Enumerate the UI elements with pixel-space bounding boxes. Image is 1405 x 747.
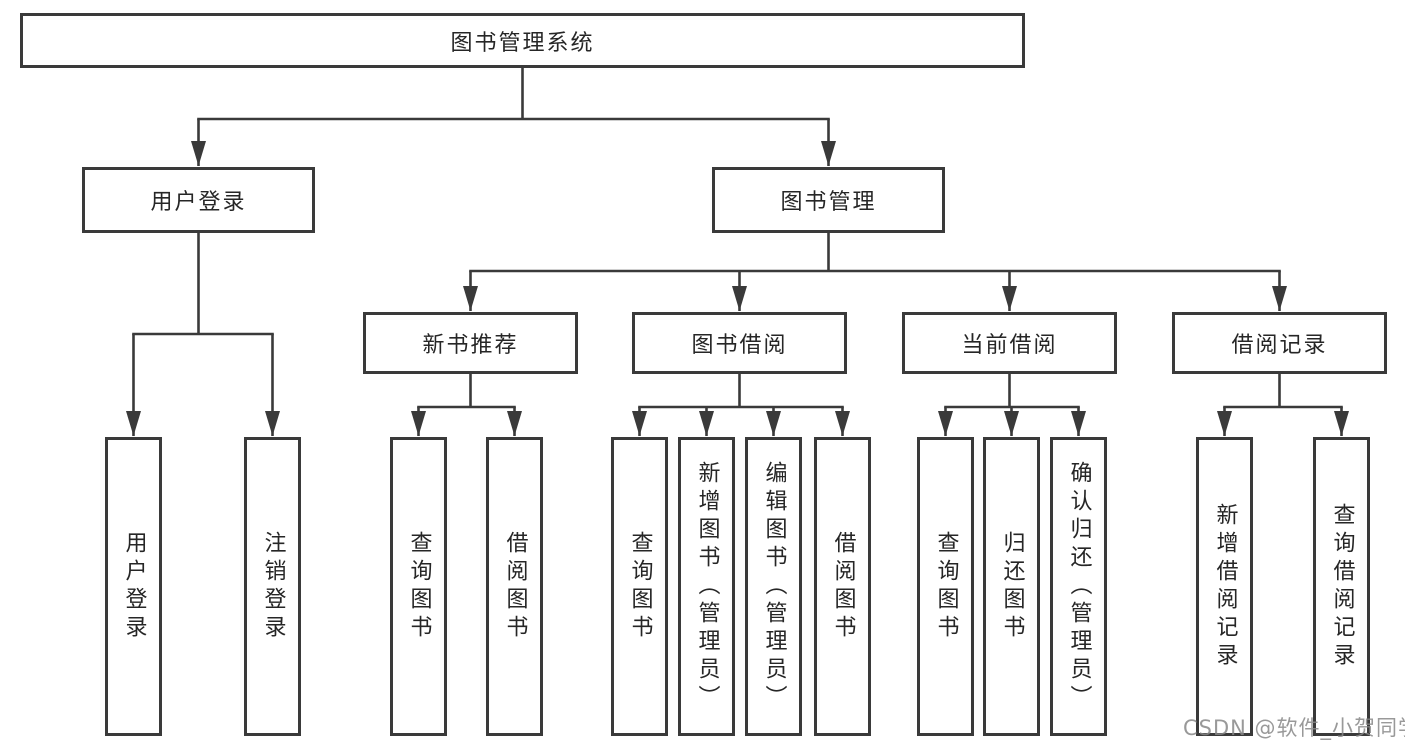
leaf-query-borrow-record: 查询借阅记录 [1313, 437, 1370, 736]
leaf-recommend-borrow-book: 借阅图书 [486, 437, 543, 736]
node-new-book-recommend: 新书推荐 [363, 312, 578, 374]
node-library-management-system: 图书管理系统 [20, 13, 1025, 68]
csdn-watermark: CSDN @软件_小贺同学 [1183, 716, 1405, 740]
leaf-add-book-admin: 新增图书（管理员） [678, 437, 735, 736]
leaf-add-borrow-record: 新增借阅记录 [1196, 437, 1253, 736]
leaf-return-book: 归还图书 [983, 437, 1040, 736]
leaf-logout: 注销登录 [244, 437, 301, 736]
leaf-borrow-query-book: 查询图书 [611, 437, 668, 736]
leaf-current-query-book: 查询图书 [917, 437, 974, 736]
node-book-management: 图书管理 [712, 167, 945, 233]
leaf-edit-book-admin: 编辑图书（管理员） [745, 437, 802, 736]
leaf-user-login: 用户登录 [105, 437, 162, 736]
leaf-recommend-query-book: 查询图书 [390, 437, 447, 736]
leaf-confirm-return-admin: 确认归还（管理员） [1050, 437, 1107, 736]
node-borrow-record: 借阅记录 [1172, 312, 1387, 374]
node-book-borrow: 图书借阅 [632, 312, 847, 374]
node-user-login: 用户登录 [82, 167, 315, 233]
leaf-borrow-book: 借阅图书 [814, 437, 871, 736]
node-current-borrow: 当前借阅 [902, 312, 1117, 374]
